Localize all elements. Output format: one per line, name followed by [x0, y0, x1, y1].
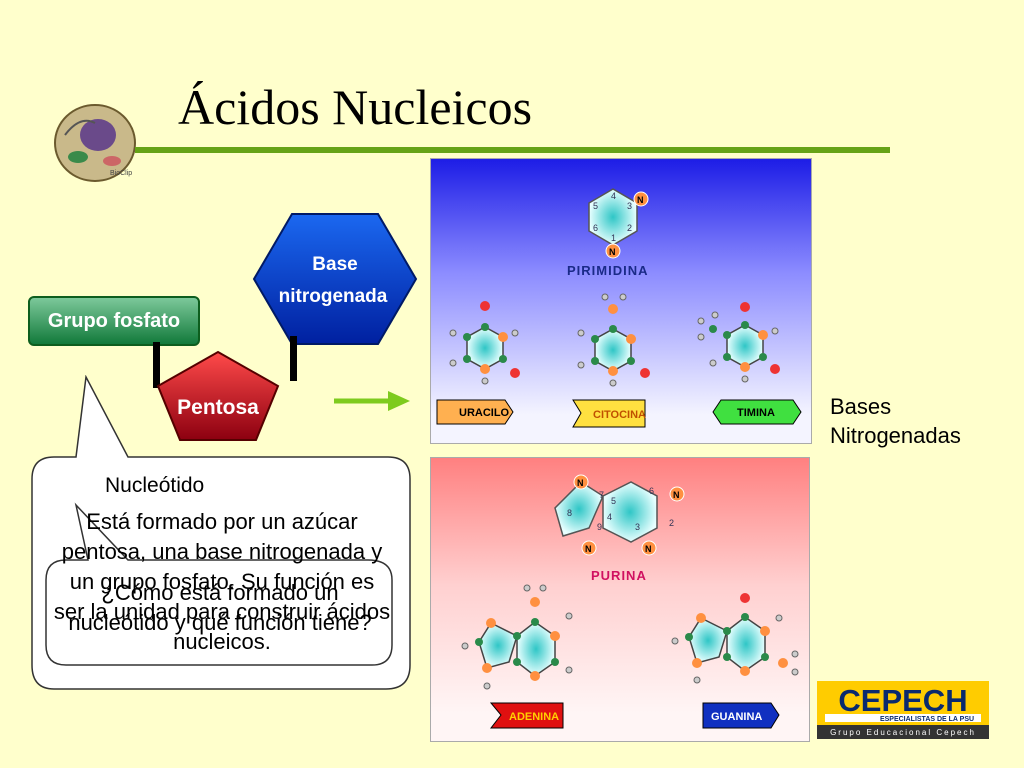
citocina-label: CITOCINA	[593, 409, 646, 421]
base-label-line1: Base	[312, 254, 357, 275]
svg-text:4: 4	[611, 191, 616, 201]
cepech-logo: CEPECH ESPECIALISTAS DE LA PSU Grupo Edu…	[817, 681, 989, 739]
page-title: Ácidos Nucleicos	[178, 79, 533, 135]
speech-callout	[31, 375, 411, 690]
bases-nitrogenadas-label: Bases Nitrogenadas	[830, 394, 961, 448]
svg-text:6: 6	[649, 486, 654, 496]
timina-structure	[697, 302, 780, 383]
svg-text:6: 6	[593, 223, 598, 233]
ring-n-atom: N	[645, 544, 652, 554]
adenina-label: ADENINA	[509, 711, 559, 723]
pirimidina-label: PIRIMIDINA	[567, 263, 649, 278]
nucleotido-question: ¿Cómo está formado un nucleótido y qué f…	[68, 580, 372, 635]
arrow-right-icon	[334, 391, 410, 411]
grupo-fosfato-box: Grupo fosfato	[28, 296, 200, 346]
pirimidina-panel: 5 3 6 2 1 4 N N PIRIMIDINA	[430, 158, 812, 444]
nucleotido-description: Está formado por un azúcar pentosa, una …	[53, 509, 391, 654]
base-nitrogenada-hexagon: Base nitrogenada	[252, 213, 418, 345]
pirimidina-structures: 5 3 6 2 1 4 N N PIRIMIDINA	[436, 188, 802, 428]
svg-text:9: 9	[597, 522, 602, 532]
purina-label: PURINA	[591, 568, 647, 583]
pentosa-pentagon: Pentosa	[156, 350, 280, 441]
svg-text:7: 7	[599, 490, 604, 500]
uracilo-label: URACILO	[459, 407, 510, 419]
svg-text:2: 2	[669, 518, 674, 528]
pentosa-label: Pentosa	[177, 396, 259, 419]
uracilo-structure	[449, 301, 520, 385]
title-divider	[135, 147, 890, 153]
svg-text:3: 3	[635, 522, 640, 532]
svg-text:3: 3	[627, 201, 632, 211]
svg-text:8: 8	[567, 508, 572, 518]
ring-n-atom: N	[577, 478, 584, 488]
cepech-name: CEPECH	[838, 683, 967, 718]
ring-n-atom: N	[585, 544, 592, 554]
guanina-label: GUANINA	[711, 711, 762, 723]
ring-n-atom: N	[637, 195, 644, 205]
adenina-structure	[461, 584, 573, 690]
base-bond	[290, 336, 297, 381]
ring-n-atom: N	[673, 490, 680, 500]
cepech-tagline: ESPECIALISTAS DE LA PSU	[880, 716, 974, 723]
citocina-structure	[577, 293, 650, 387]
ring-n-atom: N	[609, 247, 616, 257]
svg-text:2: 2	[627, 223, 632, 233]
guanina-structure	[671, 593, 799, 684]
cepech-footer: Grupo Educacional Cepech	[830, 728, 976, 737]
svg-text:5: 5	[593, 201, 598, 211]
cell-caption: BioClip	[110, 170, 132, 177]
timina-label: TIMINA	[737, 407, 775, 419]
nucleotido-heading: Nucleótido	[105, 474, 205, 497]
base-label-line2: nitrogenada	[279, 286, 388, 307]
fosfato-bond	[153, 342, 160, 388]
cell-illustration: BioClip	[54, 104, 136, 182]
svg-text:1: 1	[611, 233, 616, 243]
svg-text:5: 5	[611, 496, 616, 506]
svg-text:4: 4	[607, 512, 612, 522]
